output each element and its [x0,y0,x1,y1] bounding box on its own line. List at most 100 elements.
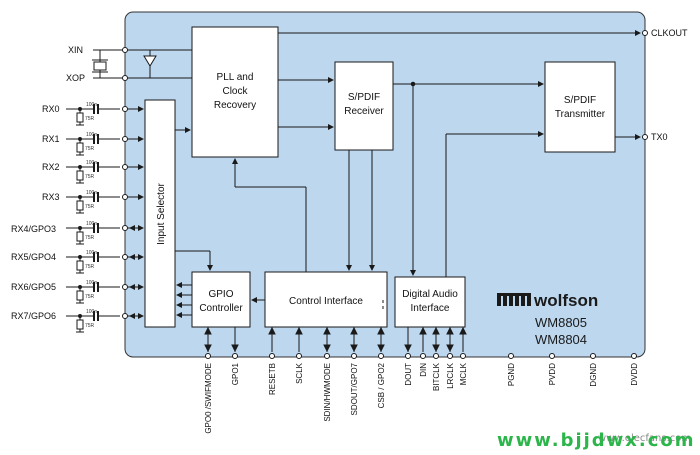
dai-block [394,276,466,328]
pin-mclk: MCLK [459,362,468,385]
dai-label-1: Digital Audio [402,289,458,300]
pin-clkout-dot [642,30,648,36]
cap-value-label: 100n [86,102,97,108]
bottom-pin [590,353,596,359]
pll-label-3: Recovery [214,100,256,111]
pin-xin: XIN [68,45,83,55]
bottom-pin [459,326,467,359]
res-value-label: 75R [85,264,95,270]
wolfson-logo-mark [497,293,531,306]
gpio-label-1: GPIO [208,289,233,300]
control-interface-block [264,271,388,328]
pll-block [191,26,279,158]
bottom-pin [549,353,555,359]
transmitter-block [544,61,616,153]
pin-xop: XOP [66,73,85,83]
pin-dgnd: DGND [589,363,598,387]
bottom-pin [404,327,412,359]
pin-bitclk: BITCLK [432,362,441,391]
pin-rx0: RX0 [42,104,60,114]
pll-label-1: PLL and [217,72,254,83]
receiver-label-1: S/PDIF [348,92,380,103]
rx-row [66,311,144,333]
control-interface-label: Control Interface [289,296,363,307]
bottom-pin [631,353,637,359]
pin-sdout: SDOUT/GPO7 [350,362,359,415]
pin-pvdd: PVDD [548,363,557,385]
res-value-label: 75R [85,235,95,241]
rx-row [66,192,144,214]
bottom-pin [419,326,427,359]
crystal-oscillator [92,47,192,81]
bottom-pin [377,326,385,359]
transmitter-label-1: S/PDIF [564,95,596,106]
cap-value-label: 100n [86,160,97,166]
pin-lrclk: LRCLK [446,362,455,388]
signal-wires [175,30,641,318]
bottom-pins [204,326,637,359]
dai-label-2: Interface [411,303,450,314]
bottom-pin [446,326,454,359]
pin-gpo1: GPO1 [231,362,240,385]
receiver-label-2: Receiver [344,106,384,117]
res-value-label: 75R [85,294,95,300]
bottom-pin [350,326,358,359]
receiver-block [334,61,394,151]
input-selector-block [144,99,176,328]
pin-rx6: RX6/GPO5 [11,282,56,292]
pin-pgnd: PGND [507,363,516,386]
pin-rx3: RX3 [42,192,60,202]
rx-row [66,282,144,304]
cap-value-label: 100n [86,250,97,256]
part-number-1: WM8805 [535,315,587,330]
cap-value-label: 100n [86,190,97,196]
pin-rx2: RX2 [42,162,60,172]
res-value-label: 75R [85,146,95,152]
pin-clkout: CLKOUT [651,28,688,38]
pin-sclk: SCLK [295,362,304,384]
rx-row [66,104,144,126]
bottom-pin [204,326,212,359]
pin-gpo0: GPO0 /SWIFMODE [204,363,213,434]
watermark-main: www.bjjdwx.com [497,430,696,451]
cap-value-label: 100n [86,309,97,315]
pin-rx1: RX1 [42,134,60,144]
bottom-pin [508,353,514,359]
pin-dout: DOUT [404,363,413,386]
bottom-pin [323,326,331,359]
rx-row [66,134,144,156]
part-number-2: WM8804 [535,332,587,347]
pin-dvdd: DVDD [630,363,639,386]
res-value-label: 75R [85,323,95,329]
res-value-label: 75R [85,116,95,122]
res-value-label: 75R [85,174,95,180]
bottom-pin [268,326,276,359]
cap-value-label: 100n [86,280,97,286]
pin-tx0: TX0 [651,132,668,142]
cap-value-label: 100n [86,221,97,227]
pll-label-2: Clock [222,86,248,97]
pin-rx7: RX7/GPO6 [11,311,56,321]
gpio-block [191,271,251,328]
cap-value-label: 100n [86,132,97,138]
pin-tx0-dot [642,134,648,140]
bottom-pin [432,326,440,359]
res-value-label: 75R [85,204,95,210]
watermark-faint: www.elecfans.com [598,433,691,444]
wolfson-logo: wolfson [533,291,598,310]
pin-rx5: RX5/GPO4 [11,252,56,262]
rx-row [66,252,144,274]
bottom-pin [295,326,303,359]
pin-resetb: RESETB [268,363,277,395]
input-selector-label: Input Selector [156,182,167,244]
pin-din: DIN [419,363,428,377]
pin-sdin: SDIN/HWMODE [323,363,332,422]
pin-rx4: RX4/GPO3 [11,224,56,234]
transmitter-label-2: Transmitter [555,109,606,120]
rx-row [66,223,144,245]
bottom-pin [231,327,239,359]
rx-input-rows: 100n 75R 100n 75R 100n 75R 100n 75R 100n 75R 100n 7… [66,102,144,333]
rx-row [66,162,144,184]
gpio-label-2: Controller [199,303,243,314]
